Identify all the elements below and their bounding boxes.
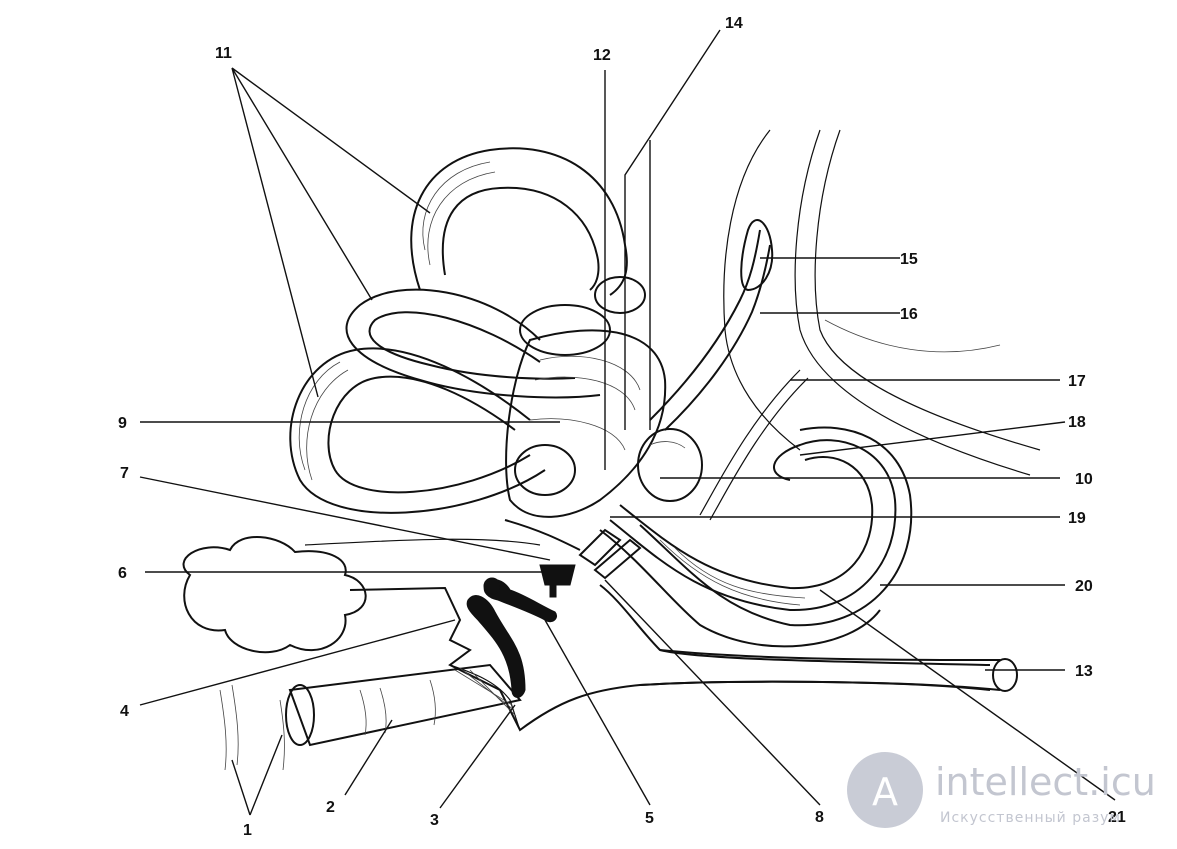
watermark: A intellect.icu Искусственный разум bbox=[847, 752, 1156, 828]
label-9: 9 bbox=[118, 415, 127, 432]
label-13: 13 bbox=[1075, 663, 1093, 680]
windows bbox=[578, 528, 642, 580]
mastoid-cells bbox=[182, 536, 367, 654]
saccule bbox=[637, 428, 703, 502]
vestibule bbox=[504, 329, 667, 551]
auricle-lines bbox=[219, 684, 285, 771]
label-16: 16 bbox=[900, 306, 918, 323]
ossicles bbox=[466, 564, 576, 698]
semicircular-canals bbox=[289, 147, 646, 514]
label-20: 20 bbox=[1075, 578, 1093, 595]
label-18: 18 bbox=[1068, 414, 1086, 431]
label-7: 7 bbox=[120, 465, 129, 482]
label-19: 19 bbox=[1068, 510, 1086, 527]
external-auditory-canal bbox=[285, 663, 522, 747]
label-15: 15 bbox=[900, 251, 918, 268]
tympanic-cavity bbox=[304, 538, 991, 732]
endolymphatic-system bbox=[649, 129, 1041, 476]
label-6: 6 bbox=[118, 565, 127, 582]
watermark-logo-icon bbox=[847, 752, 923, 828]
label-11: 11 bbox=[215, 45, 232, 62]
label-2: 2 bbox=[326, 799, 335, 816]
label-17: 17 bbox=[1068, 373, 1086, 390]
label-21: 21 bbox=[1108, 809, 1126, 826]
watermark-brand: intellect.icu bbox=[935, 760, 1156, 804]
label-14: 14 bbox=[725, 15, 743, 32]
watermark-logo-letter: A bbox=[872, 770, 898, 814]
cochlea bbox=[599, 369, 913, 648]
watermark-tagline: Искусственный разум bbox=[940, 810, 1121, 826]
label-12: 12 bbox=[593, 47, 611, 64]
label-1: 1 bbox=[243, 822, 252, 839]
label-5: 5 bbox=[645, 810, 654, 827]
label-4: 4 bbox=[120, 703, 129, 720]
label-10: 10 bbox=[1075, 471, 1093, 488]
tympanic-membrane bbox=[449, 664, 521, 731]
auditory-tube bbox=[639, 649, 1018, 692]
label-3: 3 bbox=[430, 812, 439, 829]
number-labels: 1 2 3 4 5 6 7 8 9 10 11 12 13 14 15 16 1… bbox=[118, 15, 1126, 839]
label-8: 8 bbox=[815, 809, 824, 826]
leader-lines bbox=[139, 29, 1116, 816]
